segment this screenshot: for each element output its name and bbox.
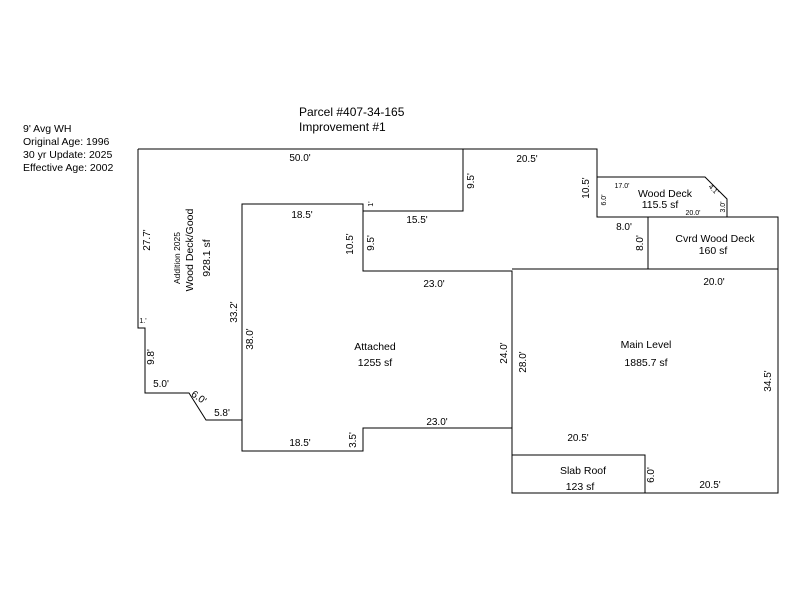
dim-label: 23.0' xyxy=(423,279,444,290)
dim-label: 6.0' xyxy=(189,389,208,407)
slab-roof-name: Slab Roof xyxy=(560,465,606,477)
dim-label: 20.5' xyxy=(699,480,720,491)
main-level-area: 1885.7 sf xyxy=(624,357,667,369)
dim-label: 24.0' xyxy=(499,342,510,363)
sketch-title: Parcel #407-34-165 Improvement #1 xyxy=(299,105,404,135)
attached-area: 1255 sf xyxy=(358,357,393,369)
dim-label: 9.5' xyxy=(466,173,477,189)
dim-label: 9.5' xyxy=(366,235,377,251)
sketch-lines xyxy=(137,148,779,494)
dim-label: 9.8' xyxy=(146,349,157,365)
dim-label: 27.7' xyxy=(142,229,153,250)
addition-name-1: Addition 2025 xyxy=(172,232,182,284)
cvrd-wood-deck-name: Cvrd Wood Deck xyxy=(675,233,755,245)
dim-label: 17.0' xyxy=(615,183,630,190)
note-update: 30 yr Update: 2025 xyxy=(23,149,113,161)
slab-roof-area: 123 sf xyxy=(566,481,595,493)
dim-label: 6.0' xyxy=(646,467,657,483)
dim-label: 3.5' xyxy=(348,432,359,448)
dim-label: 20.0' xyxy=(686,210,701,217)
dim-label: 1.' xyxy=(139,318,146,325)
dim-label: 5.8' xyxy=(214,408,230,419)
note-avg-wall-height: 9' Avg WH xyxy=(23,123,72,135)
cvrd-wood-deck-area: 160 sf xyxy=(699,245,728,257)
addition-area: 928.1 sf xyxy=(201,239,213,276)
main-level-name: Main Level xyxy=(621,339,672,351)
dim-label: 1' xyxy=(368,201,375,206)
dim-label: 15.5' xyxy=(406,215,427,226)
dimension-labels: 50.0' 20.5' 27.7' 1.' 9.8' 5.0' 6.0' 5.8… xyxy=(139,153,774,491)
dim-label: 28.0' xyxy=(518,351,529,372)
dim-label: 20.0' xyxy=(703,277,724,288)
dim-label: 4.1' xyxy=(707,184,720,197)
dim-label: 20.5' xyxy=(516,154,537,165)
dim-label: 18.5' xyxy=(289,438,310,449)
dim-label: 20.5' xyxy=(567,433,588,444)
attached-outline xyxy=(241,211,513,452)
attached-name: Attached xyxy=(354,341,396,353)
slab-roof-outline xyxy=(511,454,646,494)
dim-label: 33.2' xyxy=(229,301,240,322)
dim-label: 3.0' xyxy=(720,201,727,212)
wood-deck-area: 115.5 sf xyxy=(642,199,679,211)
note-original-age: Original Age: 1996 xyxy=(23,136,110,148)
dim-label: 10.5' xyxy=(345,233,356,254)
note-effective-age: Effective Age: 2002 xyxy=(23,162,114,174)
dim-label: 5.0' xyxy=(153,379,169,390)
dim-label: 38.0' xyxy=(245,328,256,349)
area-labels: Attached 1255 sf Main Level 1885.7 sf Wo… xyxy=(172,188,755,493)
dim-label: 23.0' xyxy=(426,417,447,428)
dim-label: 18.5' xyxy=(291,210,312,221)
addition-name-2: Wood Deck/Good xyxy=(184,209,196,292)
dim-label: 6.0' xyxy=(601,194,608,205)
dim-label: 34.5' xyxy=(763,370,774,391)
upper-right-outline xyxy=(463,148,649,270)
dim-label: 10.5' xyxy=(581,177,592,198)
dim-label: 8.0' xyxy=(616,222,632,233)
parcel-number: Parcel #407-34-165 xyxy=(299,105,405,119)
improvement-number: Improvement #1 xyxy=(299,120,386,134)
dim-label: 50.0' xyxy=(289,153,310,164)
property-notes: 9' Avg WH Original Age: 1996 30 yr Updat… xyxy=(23,123,113,175)
cvrd-wood-deck-outline xyxy=(647,216,779,270)
dim-label: 8.0' xyxy=(635,235,646,251)
wood-deck-name: Wood Deck xyxy=(638,188,693,200)
